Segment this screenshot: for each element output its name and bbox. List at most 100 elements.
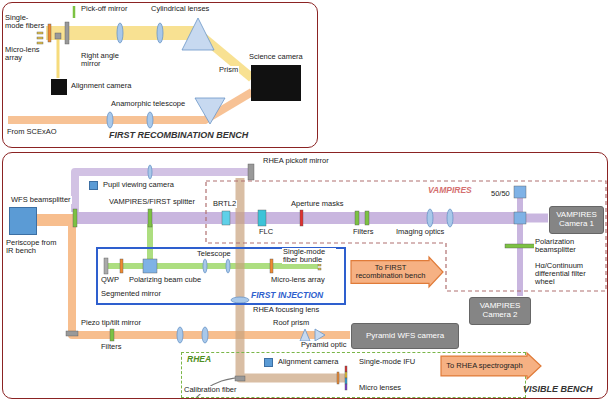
optic-element bbox=[235, 376, 245, 381]
part-label: Single-mode IFU bbox=[358, 358, 416, 366]
optic-box: Periscope from IR bench bbox=[9, 207, 37, 235]
optic-box: Pupil viewing camera bbox=[89, 181, 98, 190]
part-label: VAMPIRES/FIRST splitter bbox=[108, 198, 196, 206]
part-label: Single-mode fibers bbox=[4, 14, 46, 30]
optic-element bbox=[37, 42, 43, 44]
part-label: Micro lenses bbox=[358, 384, 402, 392]
part-label: Segmented mirror bbox=[100, 290, 162, 298]
optic-element bbox=[48, 24, 51, 42]
light-beam bbox=[57, 38, 60, 78]
part-label: BRTL2 bbox=[212, 200, 237, 208]
lens bbox=[231, 297, 249, 303]
lens bbox=[157, 23, 163, 43]
node-title: FIRST RECOMBINATION BENCH bbox=[109, 131, 248, 141]
part-label: Filters bbox=[352, 228, 374, 236]
optic-element bbox=[55, 33, 61, 39]
optic-element bbox=[37, 37, 43, 39]
part-label: Hα/Continuum differential filter wheel bbox=[534, 262, 602, 286]
optic-element bbox=[300, 210, 303, 226]
part-label: Telescope bbox=[196, 250, 232, 258]
optic-element bbox=[110, 329, 114, 341]
prism bbox=[182, 18, 214, 50]
optic-element bbox=[248, 164, 254, 180]
part-label: QWP bbox=[100, 276, 120, 284]
lens bbox=[177, 327, 183, 343]
node-label: VAMPIRES Camera 1 bbox=[553, 211, 600, 228]
lens bbox=[226, 259, 230, 273]
output-arrow: To FIRST recombination bench bbox=[351, 257, 443, 287]
optic-element bbox=[318, 264, 321, 266]
part-label: WFS beamsplitter bbox=[10, 196, 72, 204]
part-label: Polarizing beam cube bbox=[128, 276, 202, 284]
part-label: Imaging optics bbox=[395, 228, 445, 236]
lens bbox=[203, 259, 207, 273]
part-label: Roof prism bbox=[272, 319, 310, 327]
optic-element bbox=[355, 211, 359, 225]
part-label: Polarization beamsplitter bbox=[534, 238, 602, 254]
light-beam bbox=[72, 226, 350, 335]
lens bbox=[107, 112, 113, 128]
part-label: Aperture masks bbox=[290, 200, 345, 208]
optic-element bbox=[345, 378, 347, 384]
part-label: Pyramid optic bbox=[300, 341, 347, 349]
camera-box: VAMPIRES Camera 1 bbox=[549, 206, 604, 234]
lens bbox=[427, 209, 433, 227]
optic-element bbox=[120, 259, 123, 273]
light-beam bbox=[526, 214, 548, 223]
node-title: Periscope from IR bench bbox=[6, 239, 62, 255]
camera-box: Science camera bbox=[251, 65, 301, 101]
part-label: Prism bbox=[218, 66, 239, 74]
motion-arrow bbox=[73, 6, 76, 18]
part-label: RHEA focusing lens bbox=[252, 306, 320, 314]
optic-element bbox=[65, 22, 69, 44]
optic-element bbox=[66, 331, 78, 336]
bench-panel: Science camera Alignment cameraFIRST RECO… bbox=[2, 2, 318, 148]
optic-element bbox=[337, 372, 339, 384]
node-label: VAMPIRES Camera 2 bbox=[473, 302, 527, 319]
arrow-shape bbox=[441, 353, 541, 379]
optic-element bbox=[148, 209, 152, 227]
optic-element bbox=[270, 259, 273, 273]
camera-box: VAMPIRES Camera 2 bbox=[469, 297, 531, 325]
part-label: FLC bbox=[258, 228, 274, 236]
part-label: 50/50 bbox=[490, 190, 511, 198]
node-title: FIRST INJECTION bbox=[251, 291, 323, 300]
optic-element bbox=[514, 212, 526, 224]
part-label: Anamorphic telescope bbox=[110, 100, 186, 108]
node-title: RHEA bbox=[187, 355, 211, 364]
lens bbox=[117, 23, 123, 43]
lens bbox=[447, 209, 453, 227]
lens bbox=[202, 327, 208, 343]
part-label: Single-mode fiber bundle bbox=[282, 248, 336, 264]
output-arrow: To RHEA spectrograph bbox=[441, 353, 541, 379]
optic-element bbox=[505, 244, 535, 248]
prism bbox=[300, 329, 310, 341]
part-label: Piezo tip/tilt mirror bbox=[80, 319, 142, 327]
part-label: Micro-lens array bbox=[4, 46, 46, 62]
node-label: To FIRST recombination bench bbox=[354, 264, 427, 280]
light-beam bbox=[75, 172, 248, 212]
optic-element bbox=[345, 384, 347, 390]
node-label: Pyramid WFS camera bbox=[366, 332, 444, 341]
part-label: Calibration fiber bbox=[183, 386, 238, 394]
optic-element bbox=[514, 186, 526, 198]
optic-element bbox=[345, 366, 347, 372]
light-beam bbox=[36, 214, 75, 226]
part-label: Pick-off mirror bbox=[80, 5, 129, 13]
part-label: Micro-lens array bbox=[270, 276, 326, 284]
camera-box: Alignment camera bbox=[51, 79, 67, 95]
node-title: VAMPIRES bbox=[428, 186, 472, 195]
prism bbox=[195, 98, 225, 124]
optic-box: Alignment camera bbox=[264, 358, 273, 367]
part-label: Cylindrical lenses bbox=[150, 5, 210, 13]
part-label: RHEA pickoff mirror bbox=[262, 157, 330, 165]
optic-element bbox=[318, 268, 321, 270]
optic-element bbox=[104, 258, 108, 274]
arrow-shape bbox=[351, 257, 443, 287]
node-title: Alignment camera bbox=[71, 82, 131, 90]
camera-box: Pyramid WFS camera bbox=[351, 323, 459, 349]
optic-element bbox=[73, 209, 77, 227]
part-label: Right angle mirror bbox=[80, 52, 122, 68]
light-beam bbox=[517, 224, 523, 296]
node-title: VISIBLE BENCH bbox=[523, 385, 593, 395]
